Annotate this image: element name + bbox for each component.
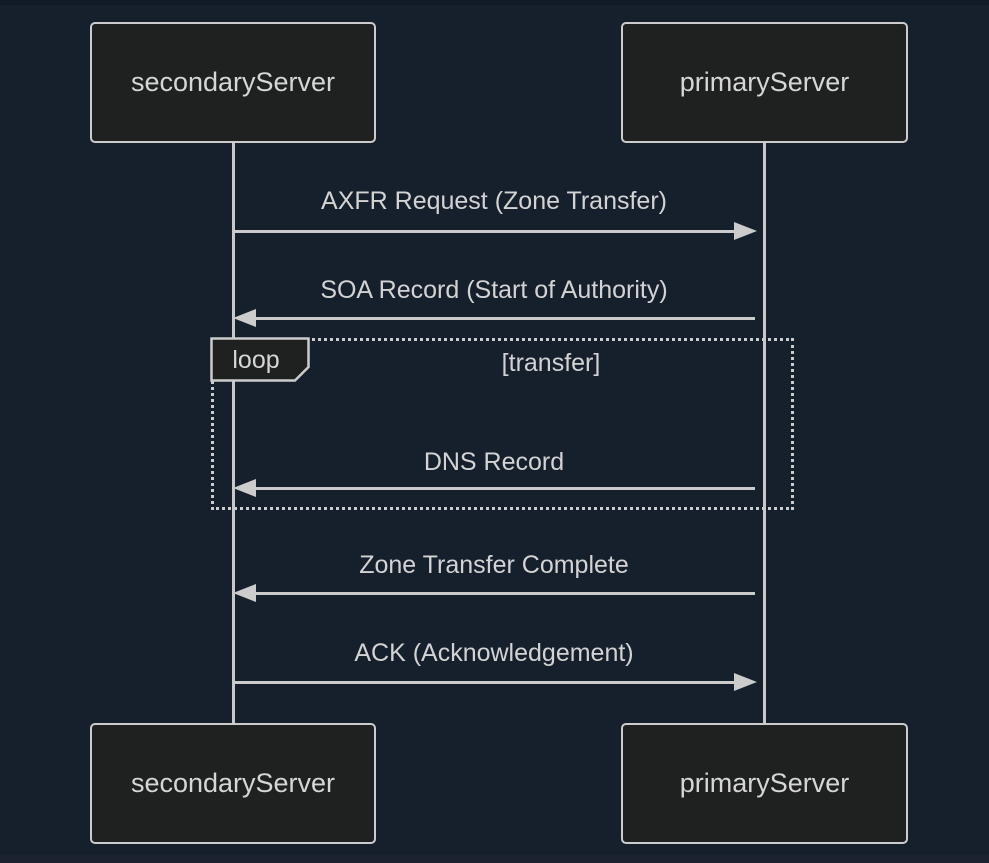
message-label-axfr-request: AXFR Request (Zone Transfer) xyxy=(321,187,667,215)
actor-top-secondaryServer: secondaryServer xyxy=(90,22,376,143)
actor-label-secondaryServer: secondaryServer xyxy=(130,67,336,97)
arrowhead-right-icon xyxy=(734,222,757,240)
loop-condition-label: [transfer] xyxy=(501,349,601,377)
actor-bottom-secondaryServer: secondaryServer xyxy=(90,723,376,844)
message-line-axfr-request xyxy=(234,230,738,233)
message-label-ack: ACK (Acknowledgement) xyxy=(354,639,634,667)
message-line-soa-record xyxy=(250,317,755,320)
actor-top-primaryServer: primaryServer xyxy=(621,22,908,143)
message-label-soa-record: SOA Record (Start of Authority) xyxy=(320,276,668,304)
loop-frame xyxy=(211,338,794,510)
loop-keyword-label: loop xyxy=(232,346,280,374)
loop-tag-shape xyxy=(210,337,310,382)
actor-label-secondaryServer: secondaryServer xyxy=(130,768,336,798)
top-edge-strip xyxy=(0,0,989,5)
message-label-dns-record: DNS Record xyxy=(423,448,565,476)
message-line-ack xyxy=(234,681,738,684)
message-label-zone-transfer-complete: Zone Transfer Complete xyxy=(359,551,629,579)
actor-label-primaryServer: primaryServer xyxy=(679,67,850,97)
arrowhead-left-icon xyxy=(233,584,256,602)
lifeline-primaryServer xyxy=(763,143,766,723)
message-line-zone-transfer-complete xyxy=(250,592,755,595)
bottom-edge-strip xyxy=(0,855,989,863)
lifeline-secondaryServer xyxy=(232,143,235,723)
arrowhead-left-icon xyxy=(233,309,256,327)
arrowhead-left-icon xyxy=(233,479,256,497)
message-line-dns-record xyxy=(250,487,755,490)
actor-label-primaryServer: primaryServer xyxy=(679,768,850,798)
actor-bottom-primaryServer: primaryServer xyxy=(621,723,908,844)
arrowhead-right-icon xyxy=(734,673,757,691)
